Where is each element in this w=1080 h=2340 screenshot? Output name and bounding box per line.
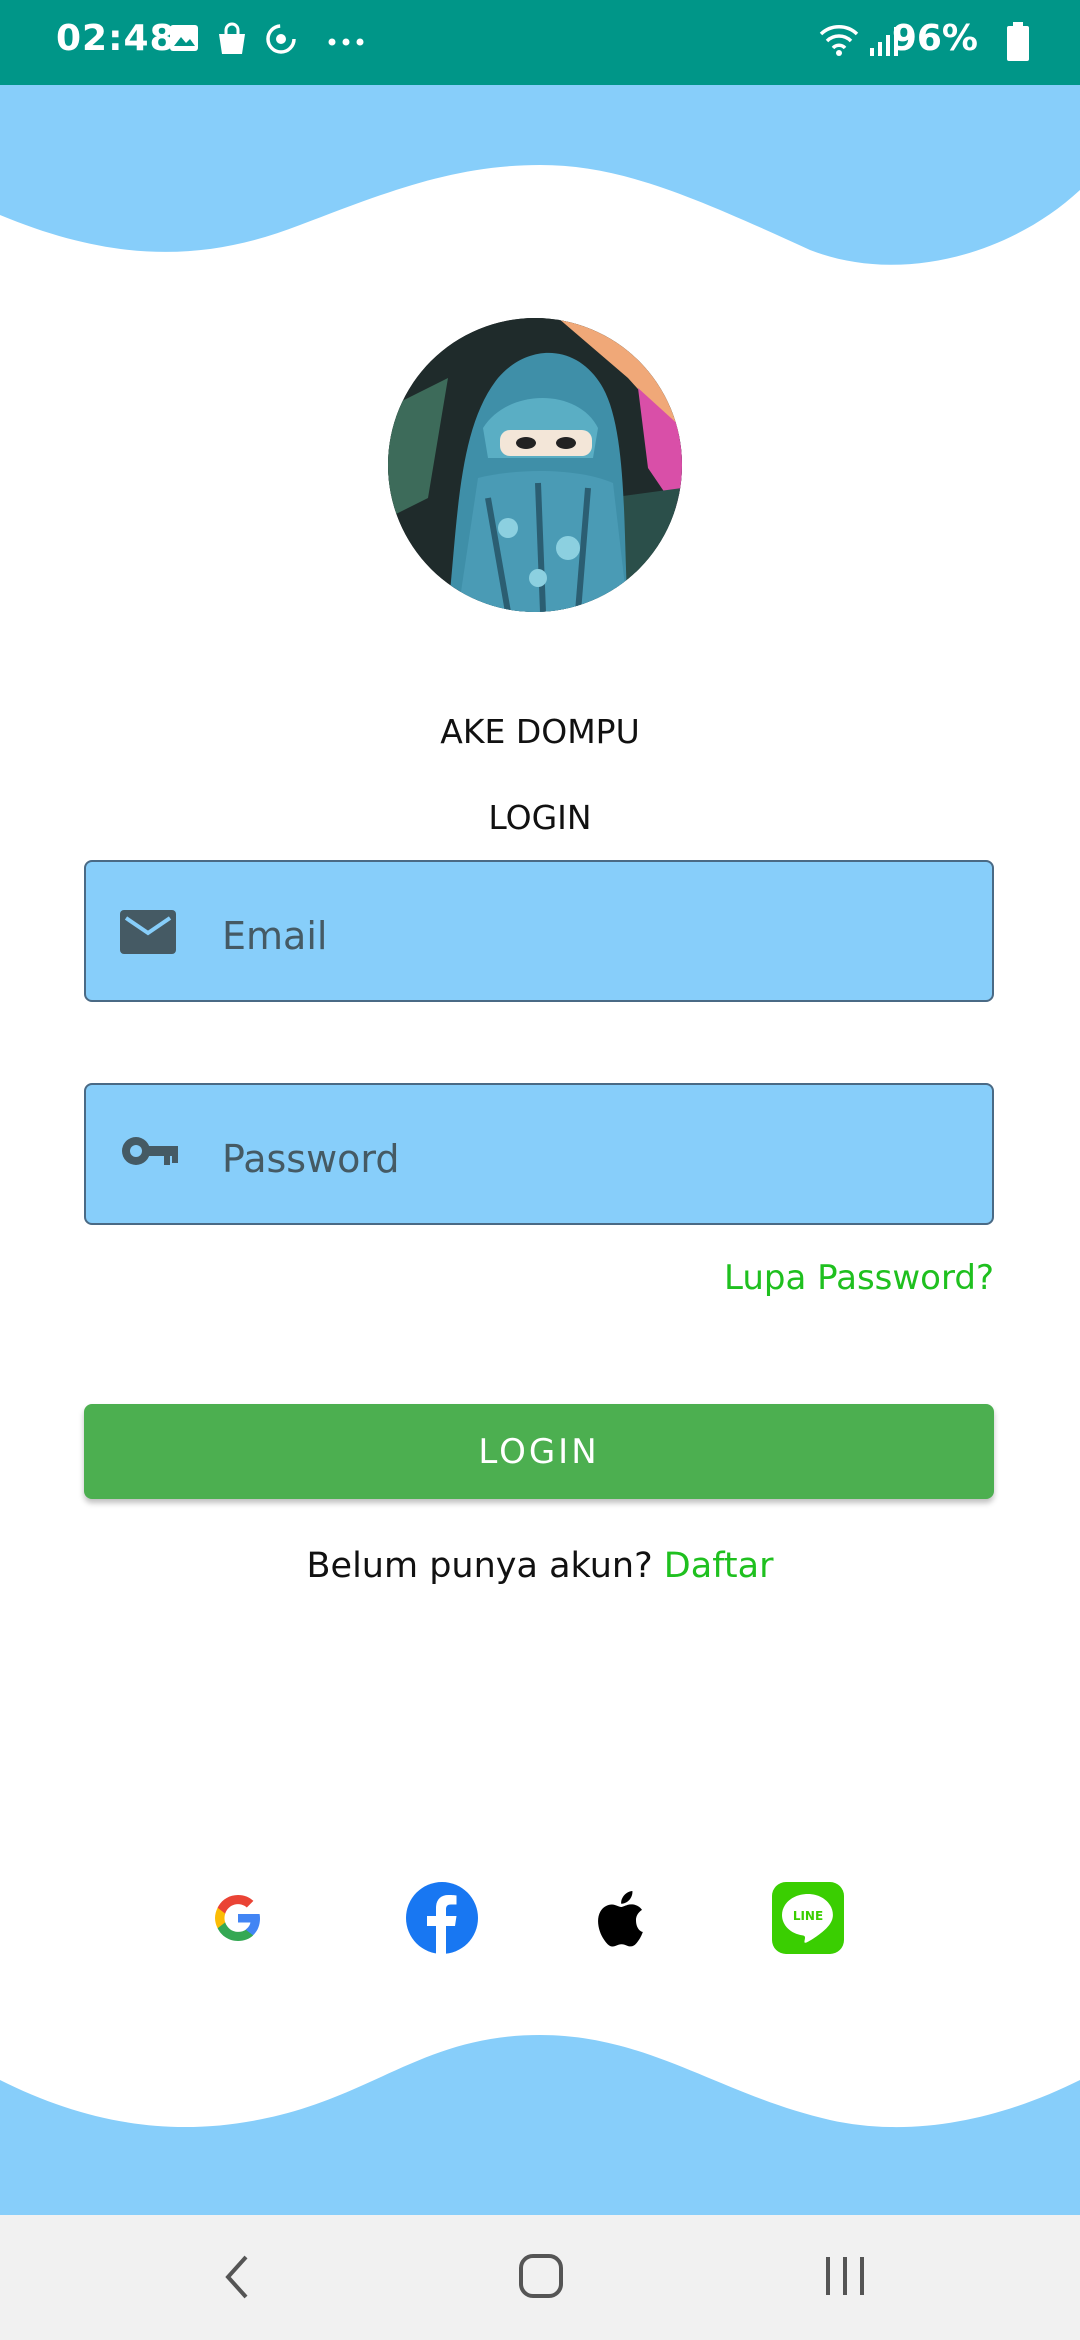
mail-icon — [120, 910, 176, 954]
line-icon[interactable]: LINE — [770, 1880, 846, 1956]
signal-icon — [870, 27, 898, 56]
app-title: AKE DOMPU — [440, 712, 640, 751]
status-time: 02:48 — [56, 18, 176, 59]
forgot-password-link[interactable]: Lupa Password? — [724, 1258, 994, 1298]
signup-prompt: Belum punya akun? — [306, 1546, 653, 1586]
app-logo — [388, 318, 682, 612]
navigation-bar — [0, 2215, 1080, 2340]
key-icon — [122, 1137, 178, 1165]
more-dots-icon — [328, 38, 364, 46]
signup-prompt-row: Belum punya akun? Daftar — [0, 1546, 1080, 1586]
sync-icon — [266, 24, 296, 54]
wifi-icon — [819, 25, 859, 56]
email-field[interactable] — [84, 860, 994, 1002]
battery-icon — [1007, 22, 1029, 61]
shopping-bag-icon — [219, 22, 245, 54]
battery-level: 96% — [891, 18, 978, 59]
back-icon[interactable] — [222, 2253, 252, 2301]
login-button[interactable]: LOGIN — [84, 1404, 994, 1499]
email-input[interactable] — [220, 900, 964, 972]
login-heading: LOGIN — [488, 798, 592, 837]
bottom-wave-decoration — [0, 2035, 1080, 2215]
svg-text:LINE: LINE — [793, 1909, 823, 1923]
status-bar: 02:48 96 — [0, 0, 1080, 85]
apple-icon[interactable] — [584, 1880, 660, 1956]
password-field[interactable] — [84, 1083, 994, 1225]
google-icon[interactable] — [200, 1880, 276, 1956]
signup-link[interactable]: Daftar — [663, 1546, 774, 1586]
top-wave-decoration — [0, 85, 1080, 265]
image-icon — [170, 25, 198, 51]
password-input[interactable] — [220, 1123, 964, 1195]
facebook-icon[interactable] — [404, 1880, 480, 1956]
recent-apps-icon[interactable] — [824, 2253, 866, 2299]
home-icon[interactable] — [518, 2253, 564, 2299]
